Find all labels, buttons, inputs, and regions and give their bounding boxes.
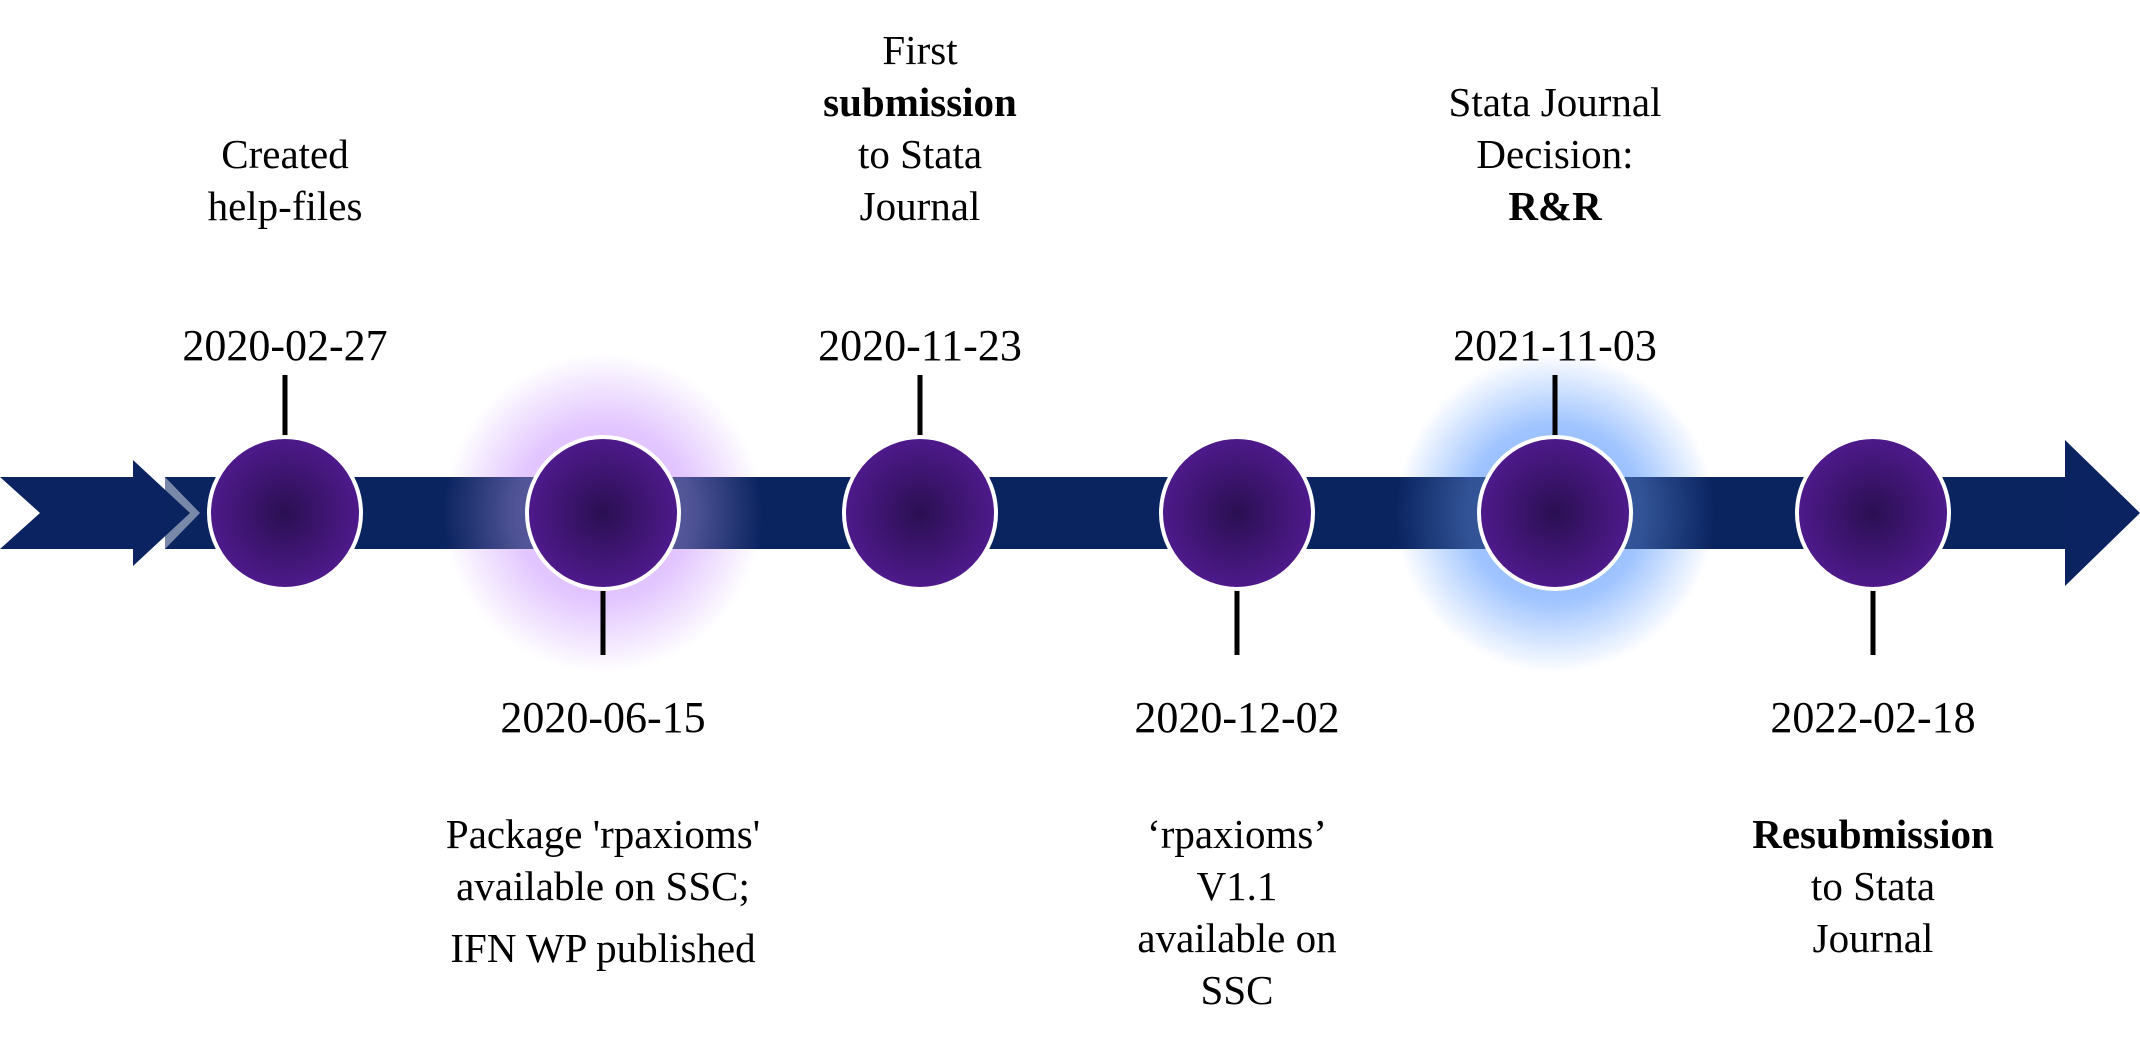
milestone-label-text: Resubmission [1752, 811, 1994, 857]
milestone-label: Package 'rpaxioms' available on SSC; IFN W… [446, 808, 760, 974]
milestone-label: Created help-files [208, 128, 363, 232]
milestone-label-text: Package 'rpaxioms' [445, 811, 761, 857]
milestone-label-line: to Stata [823, 128, 1017, 180]
timeline-bar-overlay [165, 477, 2065, 549]
milestone-label-text: to Stata [857, 131, 983, 177]
milestone-label-line: Journal [823, 180, 1017, 232]
milestone-label-text: available on [1137, 915, 1337, 961]
milestone-date: 2020-11-23 [818, 321, 1022, 370]
milestone-label-text: help-files [207, 183, 363, 229]
milestone-label: ‘rpaxioms’ V1.1 available on SSC [1137, 808, 1336, 1016]
milestone-label-line: Journal [1752, 912, 1994, 964]
milestone-label-text: R&R [1508, 183, 1602, 229]
milestone-label-line: available on [1137, 912, 1336, 964]
milestone-label-line: available on SSC; [446, 860, 760, 912]
milestone-circle [842, 435, 998, 591]
milestone-label-text: available on SSC; [456, 863, 750, 909]
arrow-tail-head [133, 460, 190, 566]
milestone-label-text: ‘rpaxioms’ [1147, 811, 1327, 857]
milestone-label-line: Created [208, 128, 363, 180]
milestone-label-line: Package 'rpaxioms' [446, 808, 760, 860]
milestone-label-text: Created [221, 131, 349, 177]
milestone-date: 2022-02-18 [1770, 693, 1976, 742]
milestone-label-line: to Stata [1752, 860, 1994, 912]
milestone-label-text: Journal [859, 183, 981, 229]
milestone-label-line: Resubmission [1752, 808, 1994, 860]
milestone-circle [1159, 435, 1315, 591]
milestone-label-text: V1.1 [1196, 863, 1278, 909]
milestone-label-text: Journal [1812, 915, 1934, 961]
milestone-label-line: help-files [208, 180, 363, 232]
milestone-label-text: submission [823, 79, 1017, 125]
milestone-date: 2021-11-03 [1453, 321, 1657, 370]
milestone-label-line: SSC [1137, 964, 1336, 1016]
milestone-date: 2020-12-02 [1134, 693, 1340, 742]
milestone-label-text: Stata Journal [1448, 79, 1662, 125]
milestone-label-text: IFN WP published [450, 925, 756, 971]
milestone-label-line: First [823, 24, 1017, 76]
milestone-label-line: Stata Journal [1449, 76, 1662, 128]
milestone-circle [1477, 435, 1633, 591]
milestone-label-text: First [882, 27, 958, 73]
milestone-label-line: R&R [1449, 180, 1662, 232]
milestone-date: 2020-06-15 [500, 693, 706, 742]
milestone-circle [207, 435, 363, 591]
milestone-label-line: submission [823, 76, 1017, 128]
milestone-label-line: Decision: [1449, 128, 1662, 180]
milestone-label-line: ‘rpaxioms’ [1137, 808, 1336, 860]
milestone-label-text: SSC [1200, 967, 1274, 1013]
milestone-circle [525, 435, 681, 591]
milestone-label-line: IFN WP published [446, 922, 760, 974]
milestone-date: 2020-02-27 [182, 321, 388, 370]
milestone-label-text: to Stata [1810, 863, 1936, 909]
milestone-label-line: V1.1 [1137, 860, 1336, 912]
milestone-circle [1795, 435, 1951, 591]
milestone-label-text: Decision: [1476, 131, 1634, 177]
